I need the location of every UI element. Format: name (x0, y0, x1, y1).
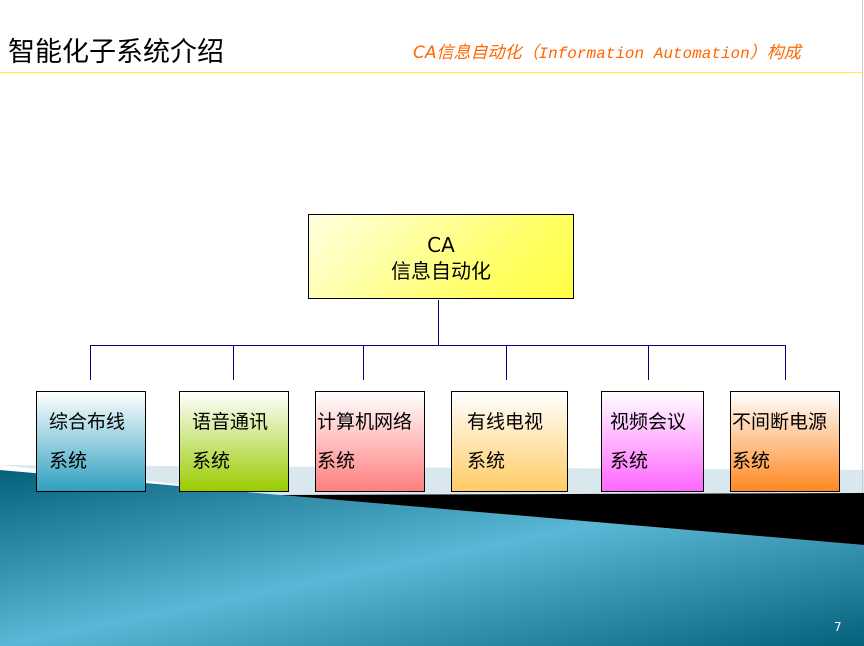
child-label-1: 综合布线 (49, 411, 126, 433)
root-label-1: CA (427, 233, 455, 257)
slide-subtitle: CA信息自动化（Information Automation）构成 (413, 43, 801, 63)
child-label-2: 系统 (192, 450, 231, 472)
root-label-2: 信息自动化 (391, 259, 491, 283)
slide-title: 智能化子系统介绍 (8, 37, 224, 68)
header-rule (0, 72, 862, 73)
child-label-1: 不间断电源 (732, 411, 828, 433)
child-node: 视频会议 系统 (601, 391, 704, 492)
child-label-1: 视频会议 (610, 411, 687, 433)
connector (233, 345, 234, 380)
connector (363, 345, 364, 380)
child-label-2: 系统 (49, 450, 88, 472)
connector (438, 300, 439, 345)
child-label-1: 语音通讯 (192, 411, 269, 433)
child-node: 不间断电源 系统 (730, 391, 840, 492)
child-label-1: 计算机网络 (317, 411, 413, 433)
connector (90, 345, 91, 380)
connector (506, 345, 507, 380)
child-label-2: 系统 (317, 450, 356, 472)
blue-wedge (0, 470, 864, 646)
root-node: CA 信息自动化 (308, 214, 574, 299)
black-wedge (280, 493, 864, 545)
connector (785, 345, 786, 380)
child-node: 综合布线 系统 (36, 391, 146, 492)
connector (648, 345, 649, 380)
child-node: 计算机网络 系统 (315, 391, 425, 492)
child-node: 语音通讯 系统 (179, 391, 289, 492)
child-label-2: 系统 (610, 450, 649, 472)
child-label-1: 有线电视 (467, 411, 544, 433)
slide-border (862, 0, 863, 493)
connector (90, 345, 786, 346)
page-number: 7 (834, 620, 842, 634)
child-label-2: 系统 (467, 450, 506, 472)
child-node: 有线电视 系统 (451, 391, 568, 492)
child-label-2: 系统 (732, 450, 771, 472)
